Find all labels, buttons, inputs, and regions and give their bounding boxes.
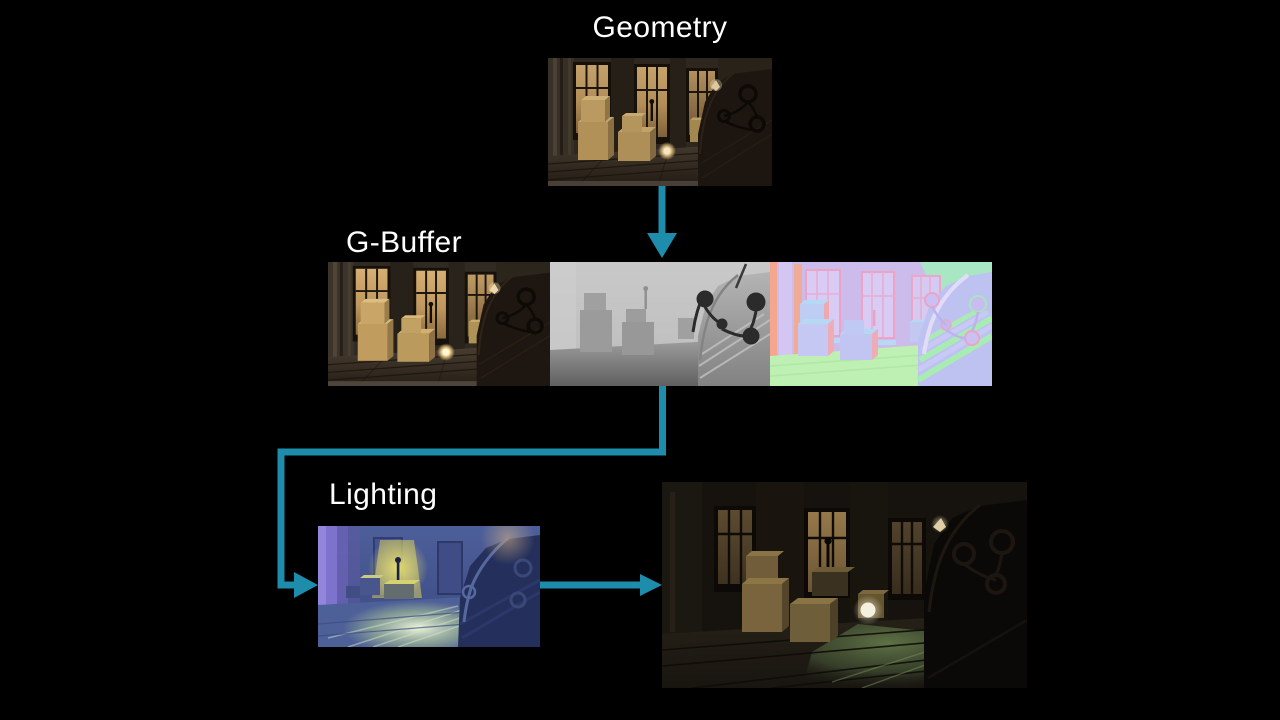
gbuffer-normals-image <box>770 262 992 386</box>
geometry-to-gbuffer-arrow <box>647 186 677 258</box>
lighting-label: Lighting <box>329 478 438 511</box>
gbuffer-label: G-Buffer <box>346 226 463 259</box>
gbuffer-depth-image <box>550 262 770 386</box>
gbuffer-to-lighting-arrow <box>277 386 666 598</box>
geometry-label: Geometry <box>592 11 728 44</box>
lighting-to-final-arrow <box>540 574 662 596</box>
geometry-scene-image <box>548 58 772 186</box>
lighting-pass-image <box>318 526 540 647</box>
gbuffer-albedo-image <box>328 262 550 386</box>
final-render-image <box>662 482 1027 688</box>
